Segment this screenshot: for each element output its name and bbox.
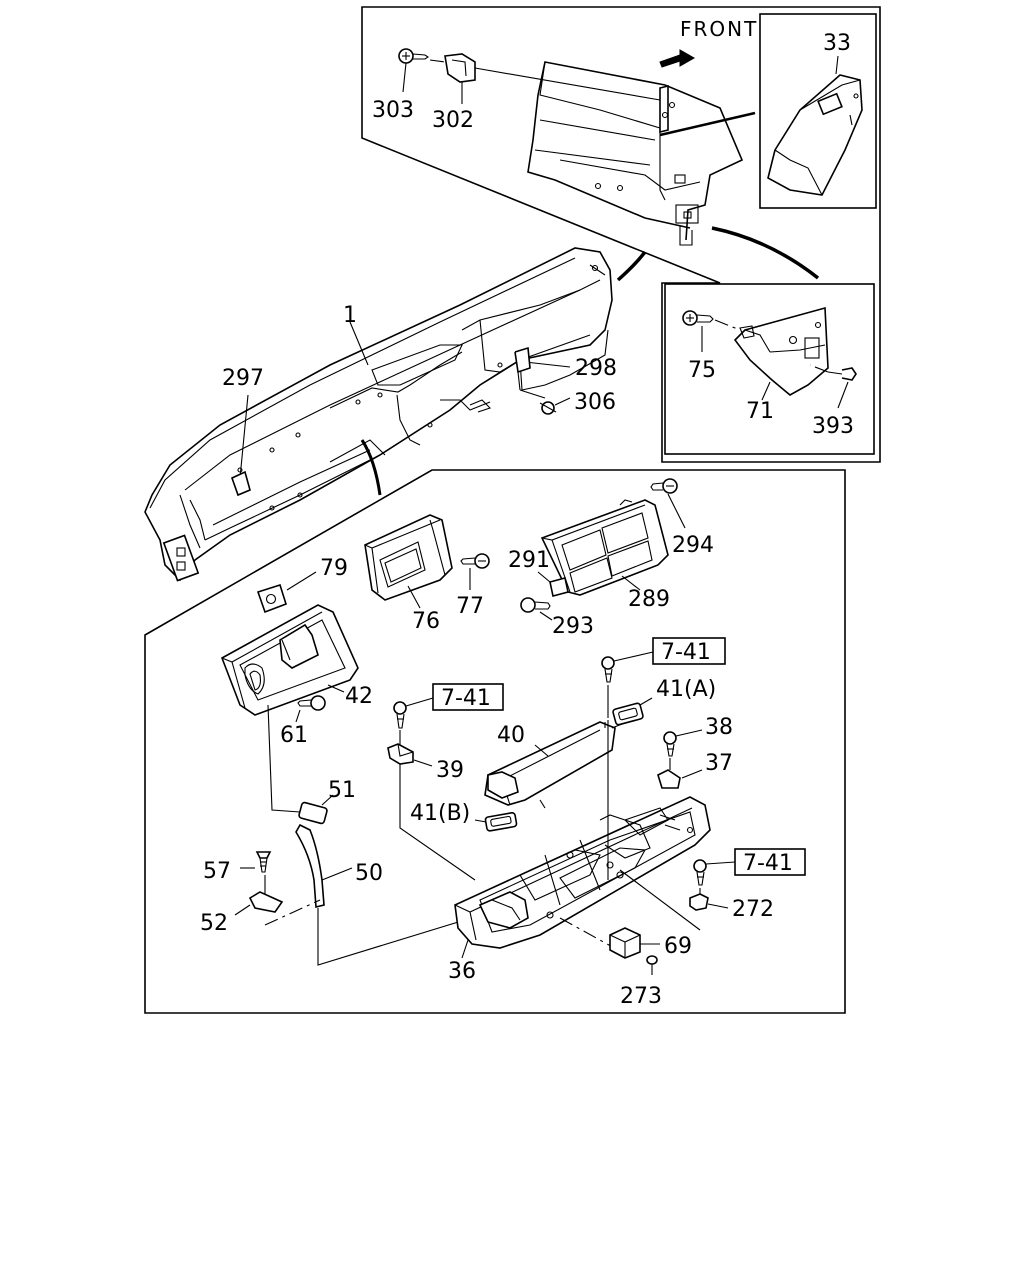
front-label: FRONT [680,17,758,41]
screw-75: 75 [682,310,741,383]
screw-57: 57 [203,851,272,884]
label-39: 39 [436,758,464,783]
housing-42: 42 [221,604,373,716]
top-detail-frame [361,6,881,463]
bolt-293: 293 [520,597,594,639]
ref-label-3: 7-41 [743,851,793,876]
label-1: 1 [343,303,357,328]
dash-bracket-detail [527,61,756,246]
label-293: 293 [552,614,594,639]
screw-303: 303 [372,48,429,123]
box-40: 40 [484,721,623,809]
screw-61: 61 [280,695,326,748]
label-294: 294 [672,533,714,558]
label-69: 69 [664,934,692,959]
label-273: 273 [620,984,662,1009]
lower-detail-frame [144,469,846,1014]
grommet-306: 306 [539,390,616,415]
cover-33: 33 [767,31,863,196]
label-38: 38 [705,715,733,740]
screw-77: 77 [456,553,490,619]
label-75: 75 [688,358,716,383]
clip-52: 52 [200,891,284,936]
label-272: 272 [732,897,774,922]
screw-38: 38 [663,715,733,757]
clip-37: 37 [657,751,733,789]
clip-302: 302 [432,53,476,133]
label-50: 50 [355,861,383,886]
label-289: 289 [628,587,670,612]
clip-291: 291 [508,548,569,597]
label-57: 57 [203,859,231,884]
label-303: 303 [372,98,414,123]
connector-51: 51 [298,778,356,825]
pad-79: 79 [256,556,348,614]
label-76: 76 [412,609,440,634]
harness-50: 50 [295,823,383,909]
bracket-297: 297 [222,366,264,497]
switch-69: 69 [609,927,692,959]
label-297: 297 [222,366,264,391]
gasket-41b: 41(B) [410,801,518,832]
label-393: 393 [812,414,854,439]
console-36: 36 [448,796,711,984]
label-33: 33 [823,31,851,56]
panel-289: 289 [540,499,670,612]
ref-box-2: 7-41 [652,637,726,665]
label-41a: 41(A) [656,677,716,702]
screw-ref1 [393,697,434,729]
label-302: 302 [432,108,474,133]
ref-label-1: 7-41 [441,686,491,711]
label-42: 42 [345,684,373,709]
label-61: 61 [280,723,308,748]
gasket-41a: 41(A) [612,677,716,726]
screw-294: 294 [650,478,714,558]
screw-ref2 [601,651,654,683]
panel-76: 76 [364,514,453,634]
ref-box-3: 7-41 [734,848,806,876]
label-36: 36 [448,959,476,984]
front-arrow-icon: FRONT [659,17,758,68]
label-41b: 41(B) [410,801,470,826]
bracket-71: 71 [733,306,829,424]
screw-393: 393 [809,364,857,439]
label-71: 71 [746,399,774,424]
ref-label-2: 7-41 [661,640,711,665]
nut-272: 272 [689,893,774,922]
ref-box-1: 7-41 [432,683,504,711]
washer-273: 273 [620,955,662,1009]
clip-39: 39 [387,743,464,783]
label-291: 291 [508,548,550,573]
label-52: 52 [200,911,228,936]
label-298: 298 [575,356,617,381]
label-40: 40 [497,723,525,748]
label-51: 51 [328,778,356,803]
dashboard-frame-1: 1 [144,247,647,582]
label-37: 37 [705,751,733,776]
label-77: 77 [456,594,484,619]
label-306: 306 [574,390,616,415]
screw-ref3 [693,859,736,886]
label-79: 79 [320,556,348,581]
bracket-298: 298 [514,346,617,399]
